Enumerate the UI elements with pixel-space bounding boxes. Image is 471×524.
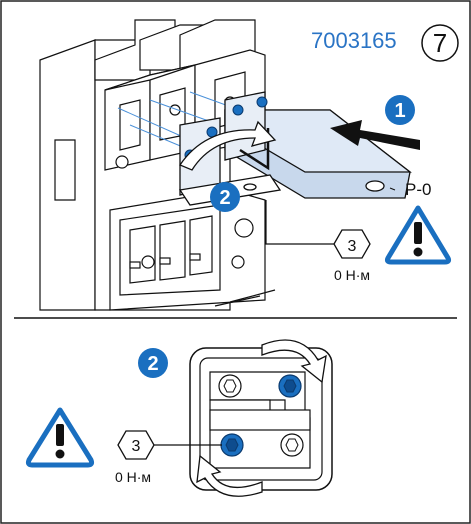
bolt-bottom-right xyxy=(280,433,304,457)
hex-key-icon-bottom xyxy=(117,430,155,460)
warning-icon-top xyxy=(384,205,452,265)
torque-value-bottom: 0 Н·м xyxy=(115,469,151,485)
screw-icon-bottom-left xyxy=(220,433,244,457)
hex-size-bottom: 3 xyxy=(132,438,141,455)
product-code-label: P-0 xyxy=(405,180,431,199)
torque-leader-top xyxy=(265,200,338,245)
doc-number: 7003165 xyxy=(311,28,397,53)
rotation-arrow-top xyxy=(179,120,277,171)
hex-size-top: 3 xyxy=(348,238,357,255)
warning-icon-bottom xyxy=(25,407,95,468)
callout-step2-top xyxy=(210,182,240,212)
callout-step2-bottom-label: 2 xyxy=(147,353,158,375)
callout-step1-label: 1 xyxy=(394,100,405,122)
rotation-arrow-upper xyxy=(261,339,327,384)
breaker-drawing xyxy=(39,19,276,311)
screw-icon-top-right xyxy=(278,374,302,398)
bolt-top-left xyxy=(218,374,242,398)
insertion-arrow-icon xyxy=(330,120,420,150)
callout-step2-top-label: 2 xyxy=(219,187,230,209)
step-number-circle xyxy=(421,24,459,62)
hex-key-icon-top xyxy=(333,229,371,259)
step-number: 7 xyxy=(433,28,447,58)
rotation-arrow-lower xyxy=(196,454,263,497)
callout-step1 xyxy=(385,95,415,125)
torque-value-top: 0 Н·м xyxy=(334,267,370,283)
callout-step2-bottom xyxy=(138,348,168,378)
product-code-leader xyxy=(389,187,396,191)
